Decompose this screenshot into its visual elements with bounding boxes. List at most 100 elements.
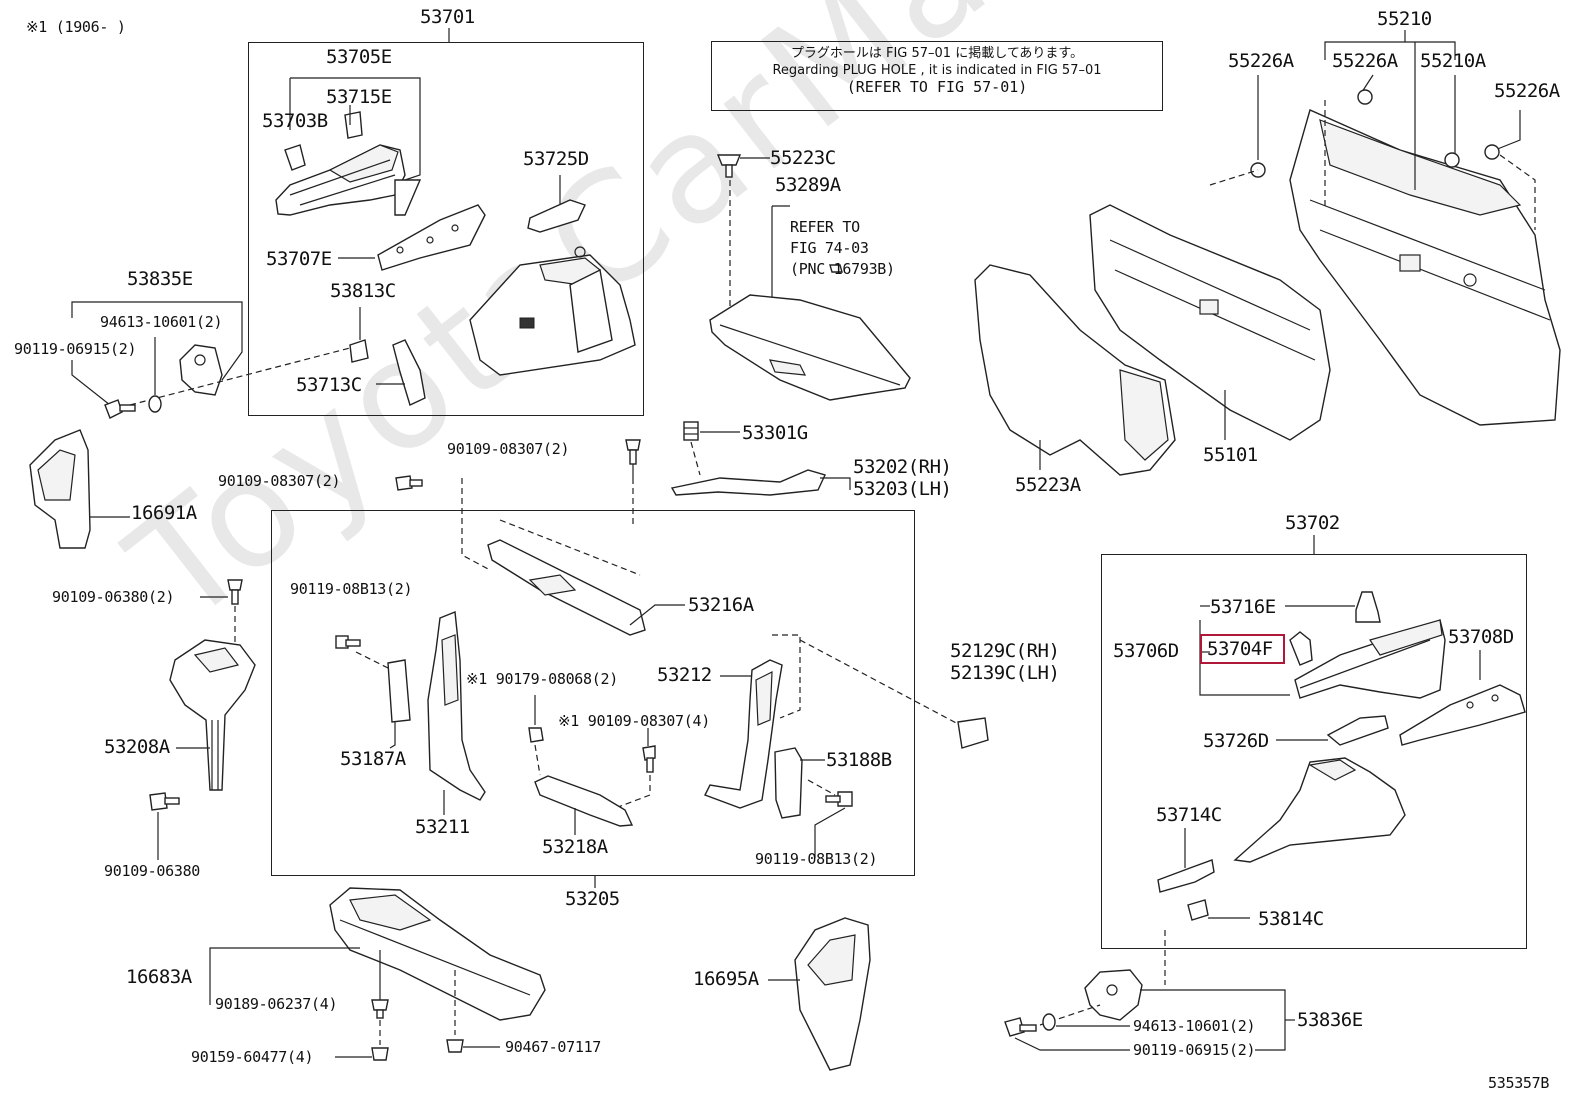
callout-53216a[interactable]: 53216A [688, 594, 754, 616]
callout-94613-right[interactable]: 94613-10601(2) [1133, 1017, 1256, 1035]
callout-53205[interactable]: 53205 [565, 888, 620, 910]
part-53713c-brace-drawing [392, 339, 426, 406]
callout-53212[interactable]: 53212 [657, 664, 712, 686]
callout-53713c[interactable]: 53713C [296, 374, 362, 396]
callout-90109-06380[interactable]: 90109-06380 [104, 862, 201, 880]
callout-55210a[interactable]: 55210A [1420, 50, 1486, 72]
callout-55223a[interactable]: 55223A [1015, 474, 1081, 496]
callout-53203-lh[interactable]: 53203(LH) [853, 478, 952, 500]
callout-53703b[interactable]: 53703B [262, 110, 328, 132]
part-16683a-deflector-drawing [329, 887, 546, 1021]
part-53218a-lower-support-drawing [534, 775, 634, 827]
callout-55226a-3[interactable]: 55226A [1494, 80, 1560, 102]
callout-53835e[interactable]: 53835E [127, 268, 193, 290]
callout-53705e[interactable]: 53705E [326, 46, 392, 68]
callout-90109-06380-2[interactable]: 90109-06380(2) [52, 588, 175, 606]
callout-53701[interactable]: 53701 [420, 6, 475, 28]
callout-53708d[interactable]: 53708D [1448, 626, 1514, 648]
part-53208a-lock-support-drawing [169, 639, 256, 791]
callout-52129c-rh[interactable]: 52129C(RH) [950, 640, 1060, 662]
part-53716e-bracket-drawing [1355, 591, 1381, 623]
callout-53707e[interactable]: 53707E [266, 248, 332, 270]
bolt-90119-left-drawing [104, 399, 136, 419]
callout-53726d[interactable]: 53726D [1203, 730, 1269, 752]
callout-53706d[interactable]: 53706D [1113, 640, 1179, 662]
callout-94613-left[interactable]: 94613-10601(2) [100, 313, 223, 331]
callout-53813c[interactable]: 53813C [330, 280, 396, 302]
callout-90119-08b13-a[interactable]: 90119-08B13(2) [290, 580, 413, 598]
bolt-90109-top-drawing [625, 439, 641, 465]
callout-90109-08307-4[interactable]: ※1 90109-08307(4) [558, 712, 710, 730]
callout-53814c[interactable]: 53814C [1258, 908, 1324, 930]
part-55210-dash-panel-drawing [1289, 109, 1561, 426]
part-53202-support-drawing [670, 469, 826, 496]
callout-55226a-1[interactable]: 55226A [1228, 50, 1294, 72]
part-53708d-reinforcement-drawing [1399, 684, 1526, 746]
clip-55226a-drawing [1250, 89, 1500, 178]
part-53301g-cushion-drawing [683, 421, 699, 441]
callout-90109-08307-a[interactable]: 90109-08307(2) [447, 440, 570, 458]
callout-90189-06237[interactable]: 90189-06237(4) [215, 995, 338, 1013]
notice-line-english: Regarding PLUG HOLE , it is indicated in… [772, 63, 1102, 78]
callout-53187a[interactable]: 53187A [340, 748, 406, 770]
callout-90119-right[interactable]: 90119-06915(2) [1133, 1041, 1256, 1059]
notice-line-japanese: プラグホールは FIG 57–01 に掲載してあります。 [790, 46, 1084, 61]
refer-note-line3: (PNC 16793B) [790, 260, 895, 278]
part-53726d-plate-drawing [1326, 715, 1389, 746]
callout-16683a[interactable]: 16683A [126, 966, 192, 988]
part-53835e-bracket-drawing [179, 344, 223, 396]
callout-55226a-2[interactable]: 55226A [1332, 50, 1398, 72]
group-53702-frame [1101, 554, 1527, 949]
callout-55223c[interactable]: 55223C [770, 147, 836, 169]
callout-53218a[interactable]: 53218A [542, 836, 608, 858]
callout-90119-left[interactable]: 90119-06915(2) [14, 340, 137, 358]
revision-note: ※1 (1906- ) [26, 18, 126, 36]
callout-53211[interactable]: 53211 [415, 816, 470, 838]
callout-53208a[interactable]: 53208A [104, 736, 170, 758]
callout-90159-60477[interactable]: 90159-60477(4) [191, 1048, 314, 1066]
callout-53301g[interactable]: 53301G [742, 422, 808, 444]
callout-53725d[interactable]: 53725D [523, 148, 589, 170]
part-16695a-drawing [794, 917, 871, 1071]
callout-53704f[interactable]: 53704F [1207, 638, 1273, 660]
part-53707e-reinforcement-drawing [377, 204, 486, 271]
figure-id: 535357B [1488, 1074, 1550, 1092]
callout-16695a[interactable]: 16695A [693, 968, 759, 990]
callout-90119-08b13-b[interactable]: 90119-08B13(2) [755, 850, 878, 868]
callout-53714c[interactable]: 53714C [1156, 804, 1222, 826]
callout-55210[interactable]: 55210 [1377, 8, 1432, 30]
washer-94613-left-drawing [148, 395, 162, 413]
bolt-90119-08b13-a-drawing [335, 635, 361, 649]
callout-55101[interactable]: 55101 [1203, 444, 1258, 466]
clip-90189-drawing [371, 999, 389, 1019]
callout-53289a[interactable]: 53289A [775, 174, 841, 196]
callout-53715e[interactable]: 53715E [326, 86, 392, 108]
callout-53202-rh[interactable]: 53202(RH) [853, 456, 952, 478]
clip-90467-drawing [446, 1039, 464, 1053]
callout-90109-08307-b[interactable]: 90109-08307(2) [218, 472, 341, 490]
part-55223a-silencer-drawing [974, 264, 1176, 476]
bolt-90109-left-drawing [395, 475, 423, 491]
bolt-90119-right-drawing [1004, 1017, 1037, 1037]
callout-90179-08068[interactable]: ※1 90179-08068(2) [466, 670, 618, 688]
nut-90179-drawing [528, 727, 544, 743]
callout-90467-07117[interactable]: 90467-07117 [505, 1038, 602, 1056]
part-53212-side-support-drawing [704, 659, 783, 809]
part-53705e-bracket-drawing [275, 111, 422, 216]
part-53706d-upper-member-drawing [1294, 619, 1446, 699]
notice-line-refer: (REFER TO FIG 57-01) [846, 78, 1028, 96]
callout-53702[interactable]: 53702 [1285, 512, 1340, 534]
part-53216a-upper-support-drawing [487, 539, 646, 636]
callout-53836e[interactable]: 53836E [1297, 1009, 1363, 1031]
callout-53716e[interactable]: 53716E [1210, 596, 1276, 618]
callout-52139c-lh[interactable]: 52139C(LH) [950, 662, 1060, 684]
plug-hole-notice: プラグホールは FIG 57–01 に掲載してあります。 Regarding P… [711, 41, 1163, 111]
callout-16691a[interactable]: 16691A [131, 502, 197, 524]
callout-53188b[interactable]: 53188B [826, 749, 892, 771]
part-55101-dash-panel-drawing [1089, 204, 1331, 441]
part-53813c-clip-drawing [349, 339, 369, 363]
bolt-90109-06380-drawing [149, 792, 180, 811]
group-53701-frame [248, 42, 644, 416]
refer-note-line1: REFER TO [790, 218, 860, 236]
